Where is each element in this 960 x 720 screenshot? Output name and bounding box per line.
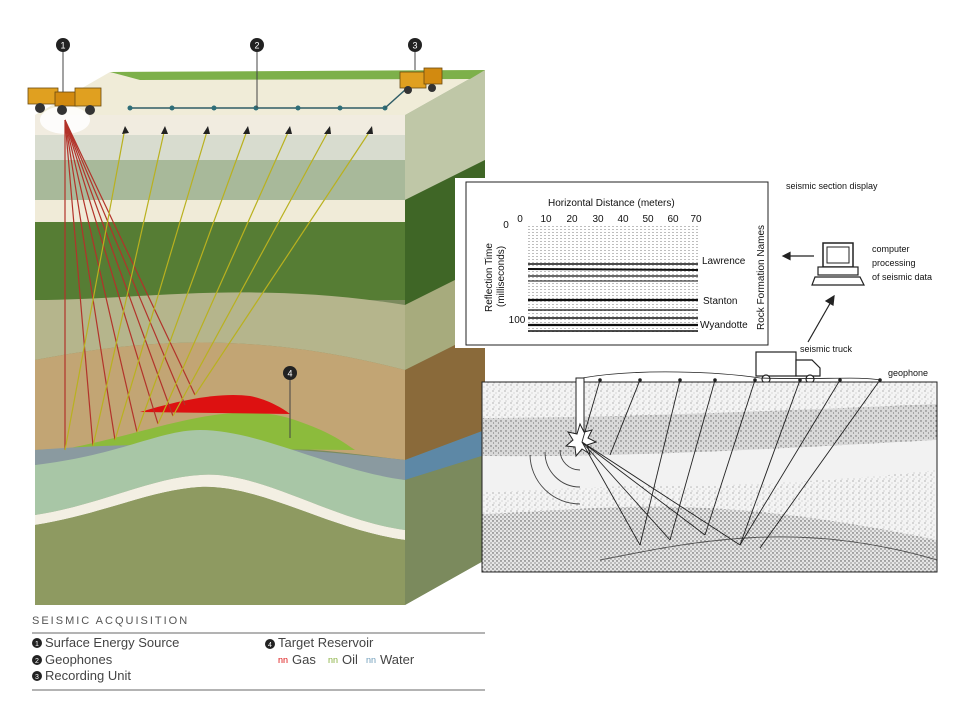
- x-tick: 40: [617, 214, 629, 225]
- legend-label-gas: Gas: [292, 652, 316, 667]
- gas-swatch: nn: [278, 655, 288, 665]
- computer-label-line1: computer: [872, 244, 910, 254]
- svg-text:3: 3: [35, 674, 39, 681]
- legend-label-energy-source: Surface Energy Source: [45, 635, 179, 650]
- x-tick: 10: [540, 214, 552, 225]
- x-tick: 60: [667, 214, 679, 225]
- formation-lawrence: Lawrence: [702, 256, 746, 267]
- gas-cap: [140, 394, 290, 414]
- subsurface-cross-section: [481, 371, 938, 573]
- legend-label-target-reservoir: Target Reservoir: [278, 635, 374, 650]
- seismic-traces: [528, 226, 698, 333]
- marker-4-label: 4: [287, 369, 292, 379]
- legend-item-recording-unit: 3 Recording Unit: [32, 668, 131, 683]
- computer-icon: [811, 242, 865, 286]
- computer-label-line3: of seismic data: [872, 272, 932, 282]
- y-axis-title-line2: (milliseconds): [496, 246, 507, 307]
- y-tick-100: 100: [509, 315, 526, 326]
- ray-paths: [581, 379, 881, 549]
- legend-item-geophones: 2 Geophones: [32, 652, 113, 667]
- flow-arrows: [781, 251, 835, 343]
- vibrator-truck-icon: [27, 87, 102, 115]
- dark-layer: [482, 404, 937, 457]
- cross-section-frame: [481, 381, 938, 573]
- reflector-lines: [527, 263, 699, 332]
- legend-fluid-water: nn Water: [366, 652, 415, 667]
- x-axis-ticks: 0 10 20 30 40 50 60 70: [517, 214, 702, 225]
- truck-label: seismic truck: [800, 344, 853, 354]
- legend-item-target-reservoir: 4 Target Reservoir: [265, 635, 374, 650]
- surface-geophones: [598, 378, 882, 382]
- ray-arrowheads: [122, 126, 373, 134]
- formation-wyandotte: Wyandotte: [700, 320, 748, 331]
- earth-block-diagram: 1 2 3 4: [27, 38, 485, 605]
- section-caption: seismic section display: [786, 181, 878, 191]
- recording-truck-icon: [399, 67, 443, 94]
- marker-3-recording-unit: 3: [408, 38, 422, 70]
- svg-text:2: 2: [35, 658, 39, 665]
- seismic-section-display: seismic section display Horizontal Dista…: [455, 178, 878, 348]
- legend-fluid-gas: nn Gas: [278, 652, 316, 667]
- legend-fluid-oil: nn Oil: [328, 652, 358, 667]
- marker-1-energy-source: 1: [56, 38, 70, 92]
- explosion-icon: [564, 422, 598, 458]
- marker-2-label: 2: [254, 41, 259, 51]
- legend: SEISMIC ACQUISITION 1 Surface Energy Sou…: [32, 615, 485, 691]
- geophone-label: geophone: [888, 368, 928, 378]
- x-axis-title: Horizontal Distance (meters): [548, 198, 675, 209]
- legend-item-energy-source: 1 Surface Energy Source: [32, 635, 179, 650]
- y-tick-0: 0: [503, 220, 509, 231]
- y-axis-title-line1: Reflection Time: [484, 243, 495, 312]
- marker-2-geophones: 2: [250, 38, 264, 108]
- x-tick: 50: [642, 214, 654, 225]
- marker-1-label: 1: [60, 41, 65, 51]
- block-top-surface: [35, 70, 485, 115]
- svg-text:4: 4: [268, 642, 272, 649]
- svg-text:1: 1: [35, 641, 39, 648]
- legend-heading: SEISMIC ACQUISITION: [32, 615, 189, 627]
- formations-title: Rock Formation Names: [756, 225, 767, 330]
- legend-label-water: Water: [380, 652, 415, 667]
- x-tick: 20: [566, 214, 578, 225]
- formation-stanton: Stanton: [703, 296, 737, 307]
- legend-label-oil: Oil: [342, 652, 358, 667]
- marker-3-label: 3: [412, 41, 417, 51]
- x-tick: 30: [592, 214, 604, 225]
- legend-label-geophones: Geophones: [45, 652, 113, 667]
- legend-label-recording-unit: Recording Unit: [45, 668, 131, 683]
- water-swatch: nn: [366, 655, 376, 665]
- computer-label-line2: processing: [872, 258, 916, 268]
- marker-4-target-reservoir: 4: [283, 366, 297, 438]
- reflected-rays: [64, 127, 373, 451]
- x-tick: 70: [690, 214, 702, 225]
- wavefronts: [529, 449, 581, 505]
- surface-cable: [581, 371, 881, 381]
- seismic-truck-icon: [755, 351, 821, 384]
- x-tick: 0: [517, 214, 523, 225]
- oil-swatch: nn: [328, 655, 338, 665]
